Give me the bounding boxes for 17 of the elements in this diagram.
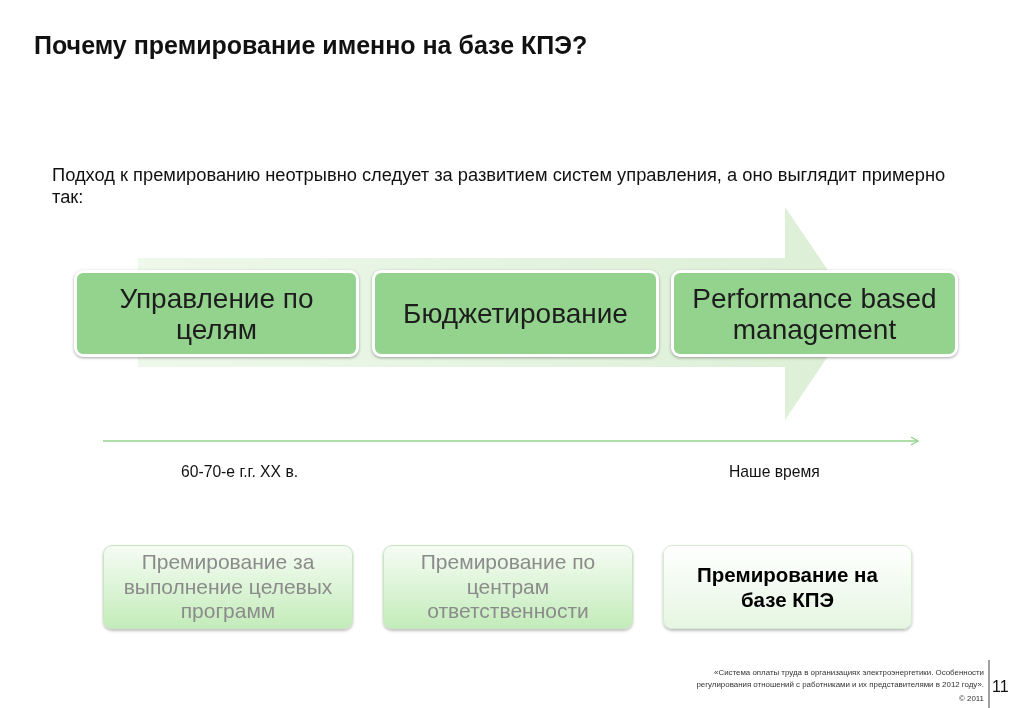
bonus-box (383, 545, 633, 629)
bonus-label: Премирование по центрам ответственности (419, 550, 597, 624)
stage-label: Бюджетирование (403, 298, 628, 329)
page-number: 11 (992, 678, 1009, 696)
bonus-label: Премирование за выполнение целевых программ (122, 550, 334, 624)
slide-title: Почему премирование именно на базе КПЭ? (34, 31, 588, 60)
bonus-label: Премирование на базе КПЭ (696, 562, 879, 612)
stage-box (671, 270, 958, 357)
bonus-box (103, 545, 353, 629)
era-label: 60-70-е г.г. XX в. (181, 463, 299, 481)
stage-box (372, 270, 659, 357)
era-label: Наше время (729, 463, 820, 481)
intro-text: Подход к премированию неотрывно следует за развитием систем управления, а оно выглядит примерно так: (52, 164, 947, 208)
stage-label: Performance based management (691, 282, 938, 345)
bonus-box (663, 545, 912, 629)
stage-box (74, 270, 359, 357)
stage-label: Управление по целям (118, 282, 315, 345)
